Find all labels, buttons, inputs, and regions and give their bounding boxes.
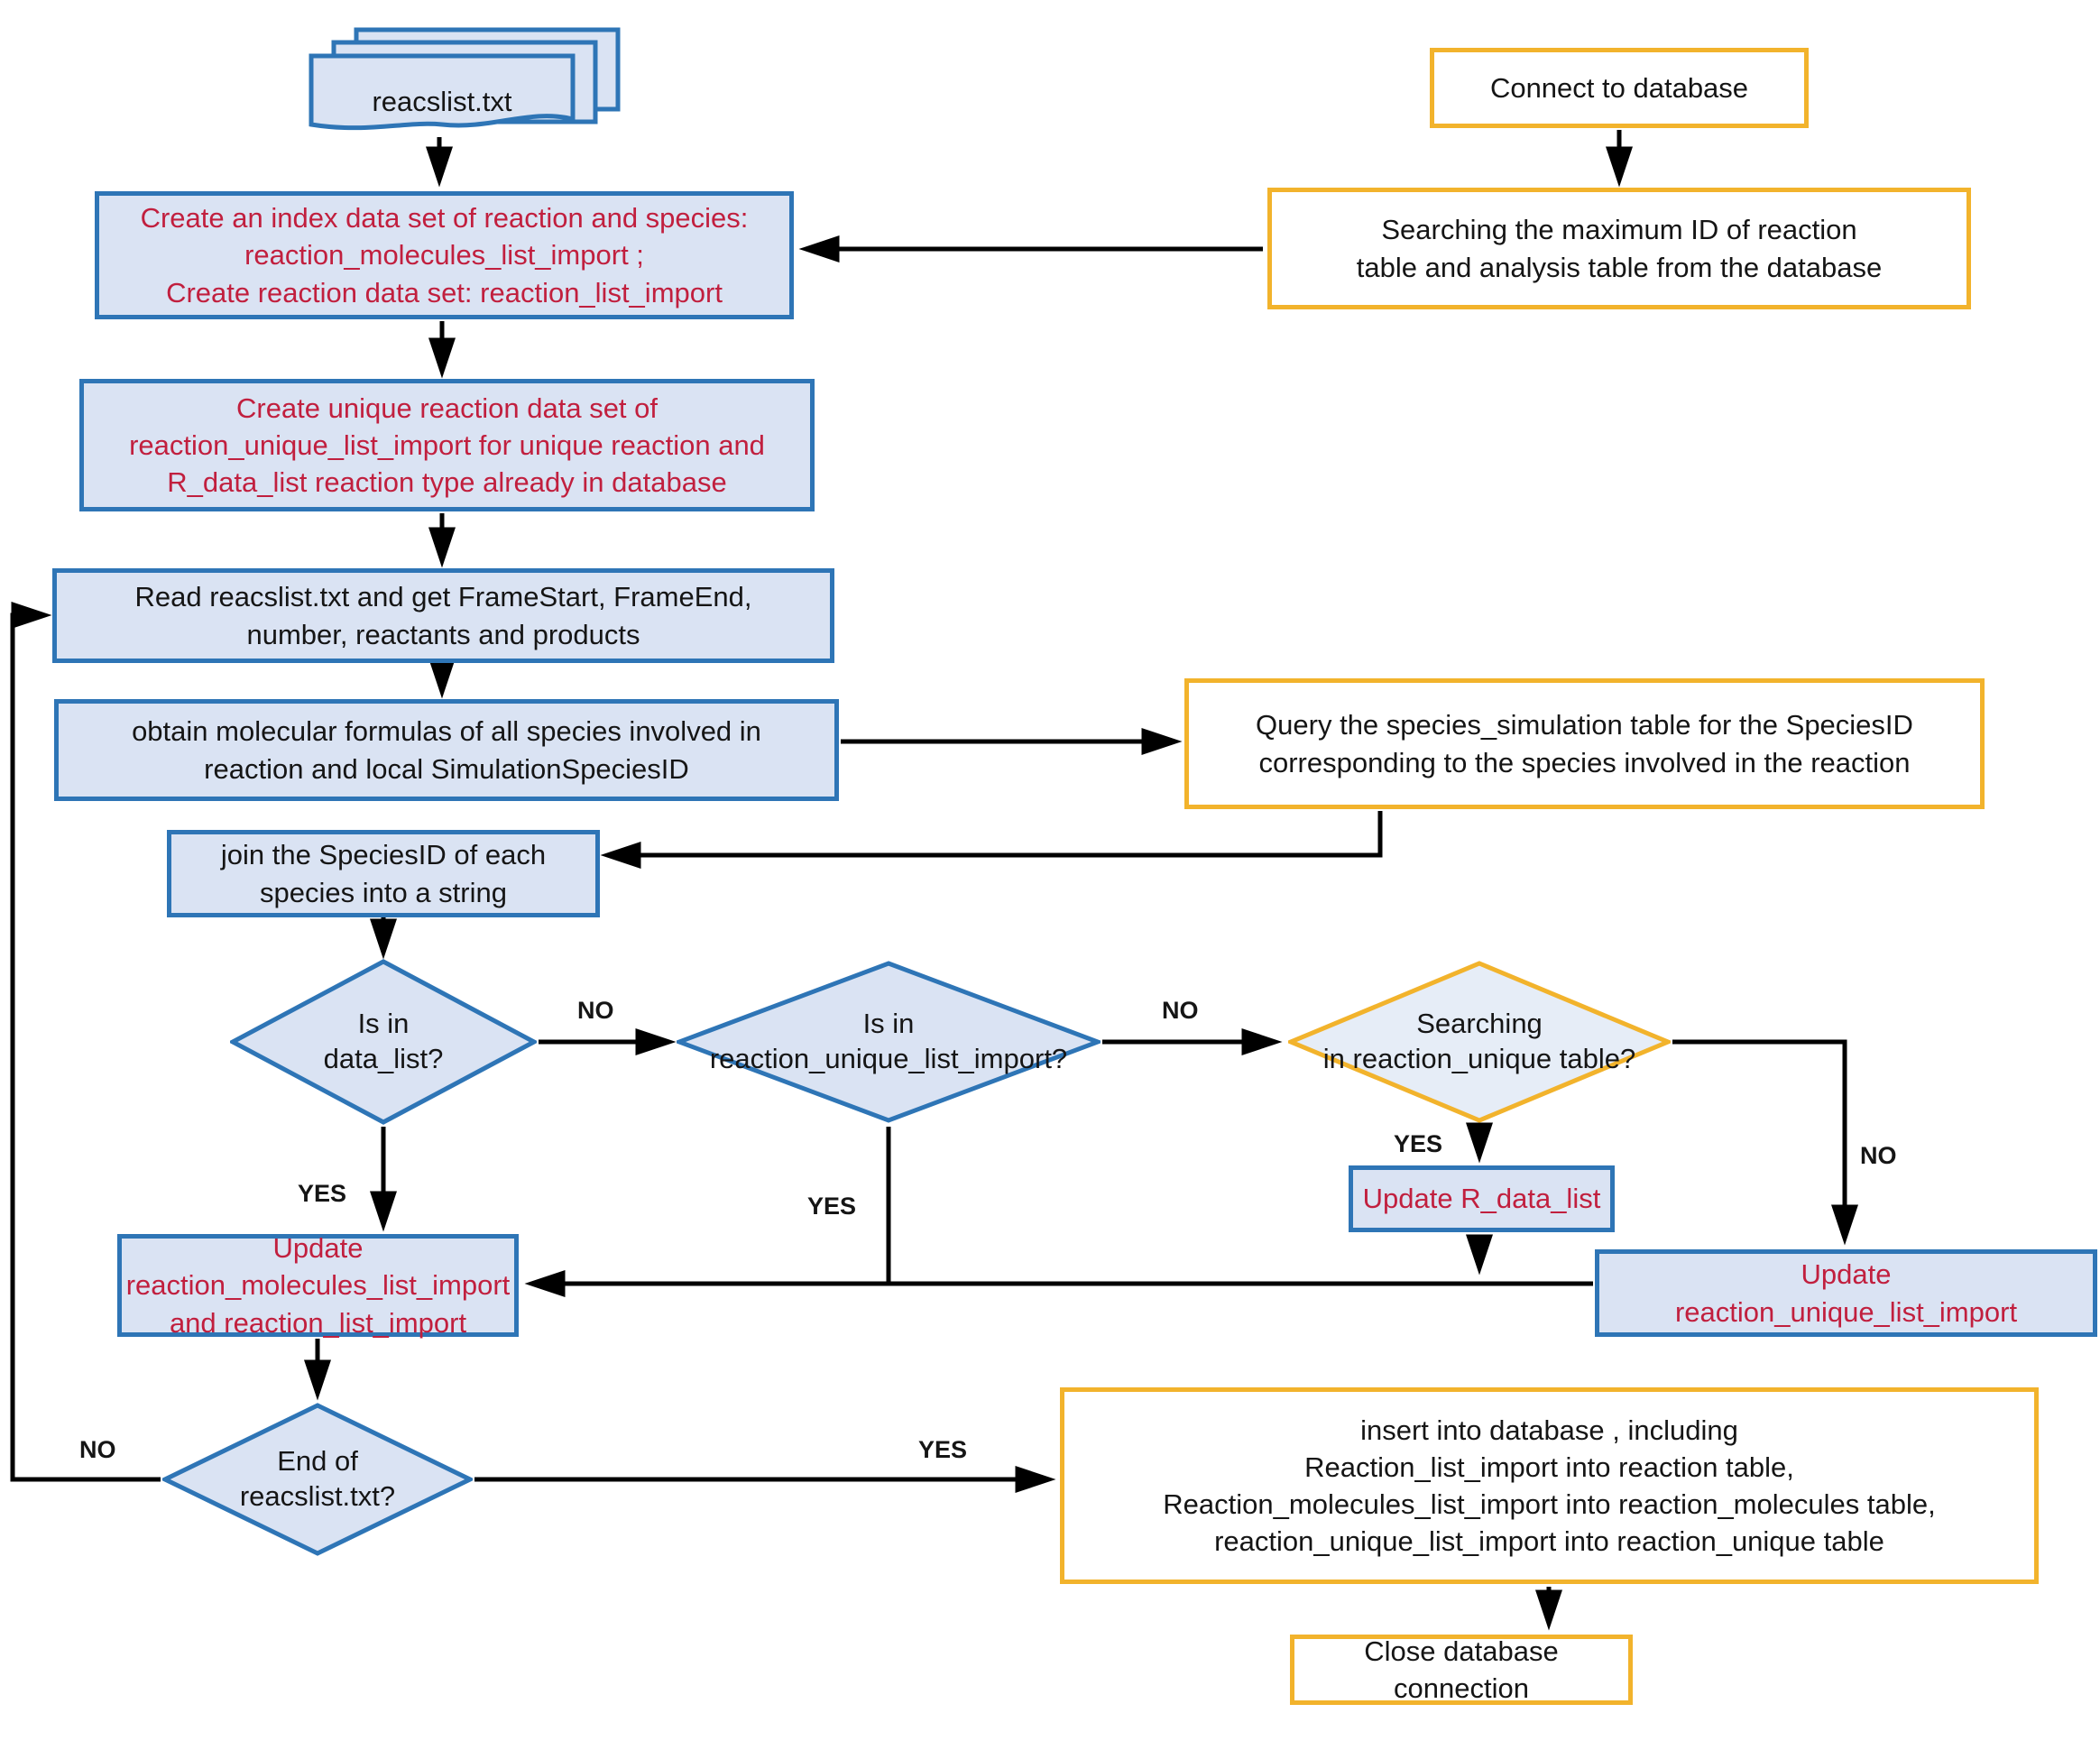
create-index-node: Create an index data set of reaction and… [95, 191, 794, 319]
branch-label-yes: YES [298, 1180, 347, 1207]
branch-label-no: NO [1162, 997, 1199, 1024]
close-db-node: Close database connection [1290, 1635, 1633, 1705]
connect-db-node: Connect to database [1430, 48, 1809, 128]
update-reaction-unique-node: Update reaction_unique_list_import [1595, 1249, 2097, 1337]
update-molecules-node: Update reaction_molecules_list_import an… [117, 1232, 519, 1339]
branch-label-no: NO [79, 1436, 116, 1463]
branch-label-no: NO [1860, 1142, 1897, 1169]
decision-is-in-data-list: Is in data_list? [230, 959, 537, 1125]
decision-label: Is in reaction_unique_list_import? [709, 1008, 1068, 1074]
input-file-node: reacslist.txt [298, 23, 659, 158]
read-reacslist-node: Read reacslist.txt and get FrameStart, F… [52, 568, 834, 663]
create-unique-node: Create unique reaction data set of react… [79, 379, 815, 511]
query-species-node: Query the species_simulation table for t… [1184, 678, 1985, 809]
diamond-shape [162, 1403, 473, 1556]
decision-is-in-reaction-unique-list-import: Is in reaction_unique_list_import? [677, 961, 1101, 1123]
diamond-shape [677, 961, 1101, 1123]
join-speciesid-node: join the SpeciesID of each species into … [167, 830, 600, 917]
decision-label: Searching in reaction_unique table? [1322, 1008, 1636, 1074]
branch-label-yes: YES [1394, 1130, 1443, 1157]
input-file-label: reacslist.txt [372, 85, 512, 117]
branch-label-yes: YES [807, 1193, 857, 1220]
insert-db-node: insert into database , including Reactio… [1060, 1387, 2039, 1584]
obtain-formulas-node: obtain molecular formulas of all species… [54, 699, 839, 801]
decision-label: Is in data_list? [323, 1008, 444, 1074]
decision-label: End of reacslist.txt? [239, 1445, 396, 1512]
document-pages-icon [309, 27, 621, 131]
update-r-data-list-node: Update R_data_list [1349, 1165, 1615, 1232]
decision-end-of-file: End of reacslist.txt? [162, 1403, 473, 1556]
search-max-id-node: Searching the maximum ID of reaction tab… [1267, 188, 1971, 309]
diamond-shape [1288, 961, 1671, 1123]
decision-searching-reaction-unique-table: Searching in reaction_unique table? [1288, 961, 1671, 1123]
branch-label-yes: YES [918, 1436, 968, 1463]
branch-label-no: NO [577, 997, 614, 1024]
diamond-shape [230, 959, 537, 1125]
